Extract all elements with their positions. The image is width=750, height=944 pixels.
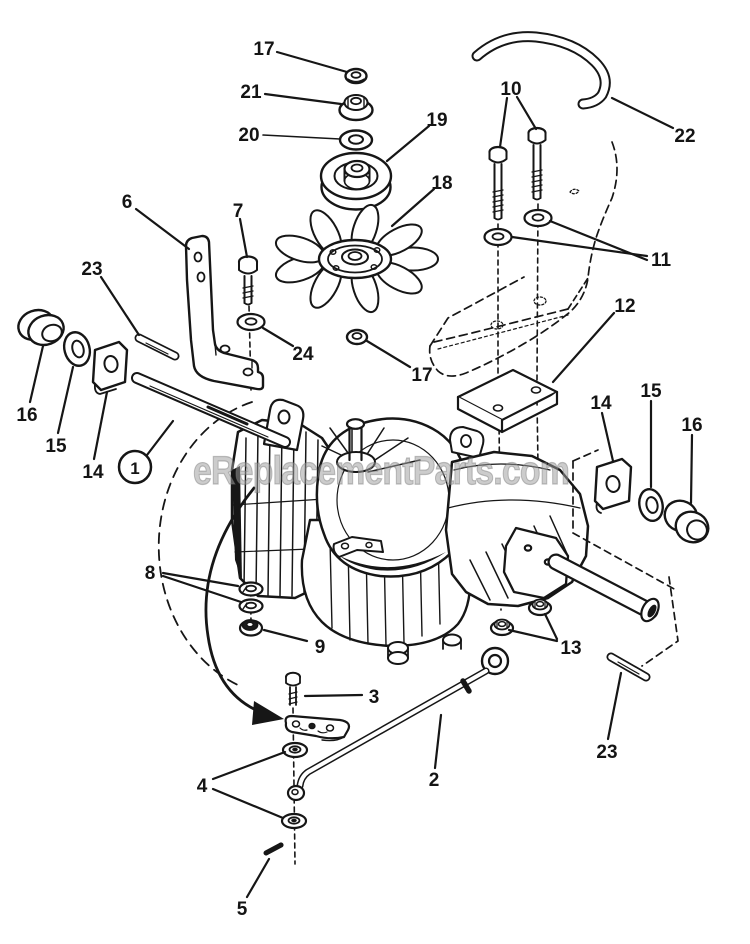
callout-9: 9 (315, 637, 326, 658)
hex-nut-small-mid (345, 328, 369, 346)
snap-ring (471, 31, 611, 110)
flat-washer-20 (338, 129, 374, 151)
callout-16-right: 16 (681, 415, 702, 436)
callout-14-left: 14 (82, 462, 104, 483)
callout-8: 8 (145, 563, 156, 584)
thrust-washer-left (62, 331, 92, 367)
callout-5: 5 (237, 899, 248, 920)
bushing-right (663, 499, 710, 544)
assembly-pointer-arrow (204, 486, 284, 725)
callout-18: 18 (431, 173, 452, 194)
mounting-bolt-right (527, 126, 547, 201)
phantom-axle-box (572, 449, 679, 667)
callout-1-circle (117, 449, 153, 485)
callout-20: 20 (238, 125, 259, 146)
callout-24: 24 (292, 344, 314, 365)
spacer-plate (456, 368, 559, 434)
callout-2: 2 (429, 770, 440, 791)
transaxle-housing (230, 398, 660, 665)
thrust-washer-right (638, 487, 664, 523)
idler-pulley (319, 151, 393, 211)
retainer-plate-left (91, 340, 129, 395)
callout-4: 4 (197, 776, 208, 797)
carriage-bolt-7 (237, 255, 259, 306)
flat-washer-11-right (523, 208, 553, 228)
idler-bracket (184, 234, 265, 391)
retainer-plate-right (593, 457, 633, 514)
roll-pin-right (606, 652, 651, 682)
phantom-detail-arc (157, 401, 253, 687)
flange-nut-13-right (527, 598, 553, 617)
callout-3: 3 (369, 687, 380, 708)
callout-1: 1 (130, 459, 139, 478)
cooling-fan (274, 203, 439, 314)
axle-shaft (131, 372, 291, 448)
callout-16-left: 16 (16, 405, 37, 426)
callout-13: 13 (560, 638, 581, 659)
flange-nut-13-left (489, 618, 515, 637)
roll-pin-left (134, 333, 180, 361)
callout-15-right: 15 (640, 381, 662, 402)
callout-12: 12 (614, 296, 635, 317)
flange-nut-9 (238, 619, 264, 637)
cup-washer-4-top (281, 741, 309, 759)
shoulder-bolt-3 (285, 671, 301, 706)
lock-washer-8-bottom (238, 598, 264, 614)
flat-washer-11-left (483, 227, 513, 247)
callout-21: 21 (240, 82, 262, 103)
callout-6: 6 (122, 192, 133, 213)
callout-7: 7 (233, 201, 244, 222)
callout-22: 22 (674, 126, 695, 147)
callout-10: 10 (500, 79, 521, 100)
cup-washer-4-bottom (280, 812, 308, 830)
callout-17-mid: 17 (411, 365, 432, 386)
callout-23-left: 23 (81, 259, 102, 280)
watermark-text: eReplacementParts.com (193, 449, 569, 493)
callout-11: 11 (651, 250, 672, 271)
bushing-left (17, 308, 65, 347)
callout-23-right: 23 (596, 742, 617, 763)
flat-washer-24 (236, 312, 266, 332)
callout-15-left: 15 (45, 436, 67, 457)
lock-washer-8-top (238, 581, 264, 597)
hex-nut-small-top (344, 67, 368, 85)
leader-lines (28, 50, 694, 899)
callout-19: 19 (426, 110, 447, 131)
flange-lock-nut (338, 94, 374, 122)
brake-rod (286, 646, 510, 802)
cotter-pin-5 (263, 842, 284, 856)
callout-17-top: 17 (253, 39, 274, 60)
callout-14-right: 14 (590, 393, 612, 414)
lever-plate (284, 714, 351, 742)
mounting-bolt-left (488, 145, 508, 221)
